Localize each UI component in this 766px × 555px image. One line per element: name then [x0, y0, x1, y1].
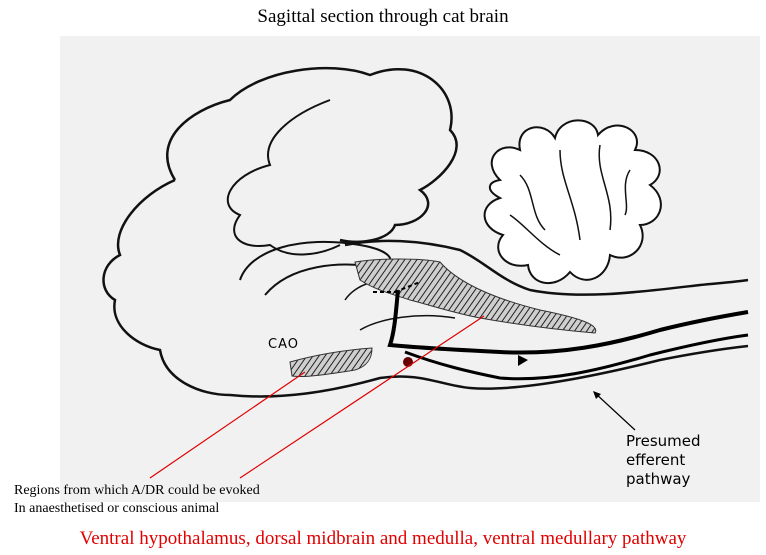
- efferent-pathway-lower: [405, 335, 748, 379]
- nucleus-dot: [403, 357, 413, 367]
- regions-note-line-1: Regions from which A/DR could be evoked: [14, 482, 260, 500]
- cerebrum-inner-fold: [228, 100, 340, 254]
- cerebellum-outline: [485, 120, 661, 283]
- pointer-line-pathway: [595, 393, 635, 430]
- pointer-line-hypothalamus: [150, 372, 305, 478]
- cerebrum-outline: [167, 68, 456, 242]
- frontal-pole-outline: [104, 180, 230, 395]
- regions-note-line-2: In anaesthetised or conscious animal: [14, 500, 260, 518]
- figure-caption: Ventral hypothalamus, dorsal midbrain an…: [0, 528, 766, 550]
- regions-note: Regions from which A/DR could be evoked …: [14, 482, 260, 518]
- pathway-arrowhead: [518, 355, 528, 366]
- hatched-region-hypothalamus: [290, 348, 372, 377]
- presumed-line-1: Presumed: [626, 432, 701, 451]
- presumed-line-2: efferent: [626, 451, 701, 470]
- cao-label: CAO: [268, 336, 299, 354]
- presumed-pathway-label: Presumed efferent pathway: [626, 432, 701, 489]
- presumed-line-3: pathway: [626, 470, 701, 489]
